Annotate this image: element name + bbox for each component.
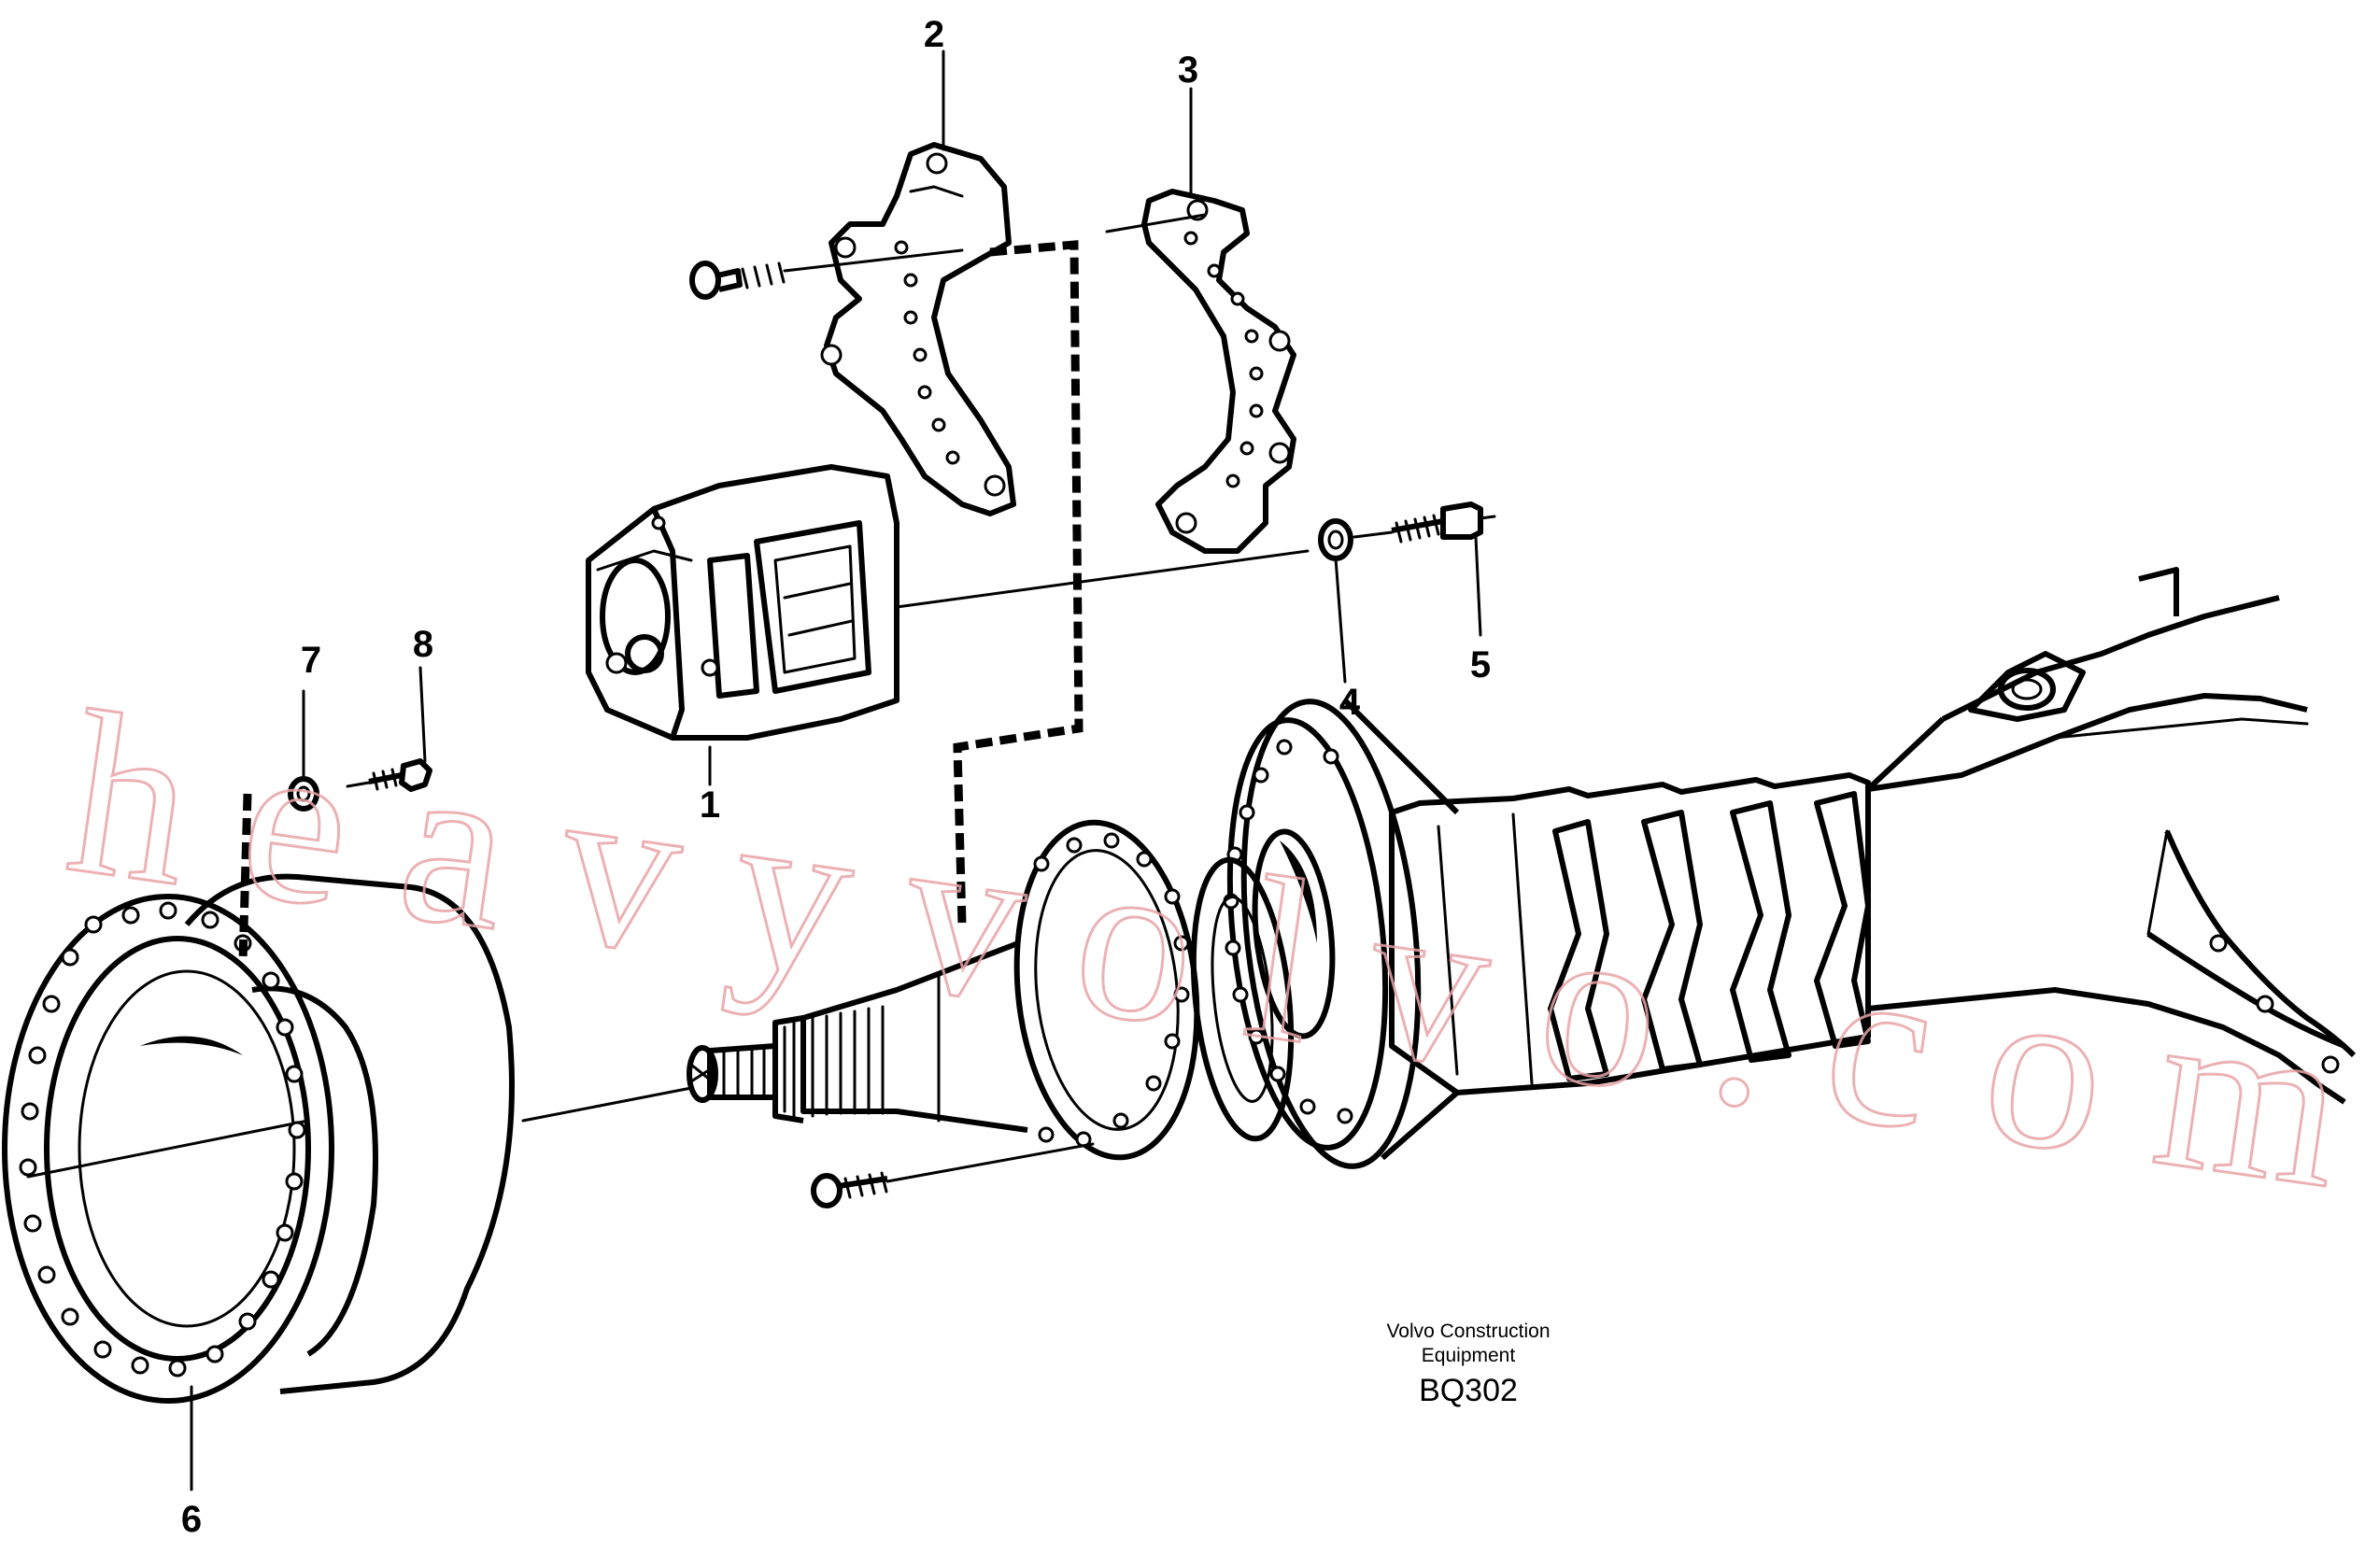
bearing-housing — [1223, 698, 1460, 1169]
axle-housing — [1389, 567, 2357, 1105]
bearing-housing-holes — [1223, 739, 1353, 1124]
callout-6: 6 — [181, 1499, 202, 1540]
credit-line-2: Equipment — [1422, 1345, 1516, 1366]
caliper-bracket-left — [820, 142, 1016, 516]
drawing-code: BQ302 — [1419, 1373, 1518, 1408]
callout-3: 3 — [1178, 49, 1198, 91]
drawing-credit: Volvo Construction Equipment BQ302 — [1386, 1321, 1550, 1408]
callout-5: 5 — [1470, 644, 1491, 685]
spindle-screw — [811, 1142, 1095, 1208]
callout-2: 2 — [924, 14, 944, 55]
dashed-connectors — [238, 240, 1083, 963]
leader-lines — [190, 49, 1482, 1491]
bolt — [1352, 501, 1496, 544]
washer — [1318, 518, 1353, 561]
credit-line-1: Volvo Construction — [1386, 1321, 1550, 1342]
callout-4: 4 — [1339, 682, 1361, 723]
bracket-bolt — [689, 248, 964, 300]
bleeder-screw — [346, 758, 432, 792]
callouts: 1 2 3 4 5 6 7 8 — [181, 14, 1491, 1540]
callout-7: 7 — [301, 640, 321, 681]
spindle — [687, 819, 1200, 1161]
watermark: heavyvolvo.com — [55, 663, 2358, 1237]
callout-1: 1 — [700, 784, 720, 826]
callout-8: 8 — [413, 624, 433, 665]
brake-caliper — [586, 464, 1310, 741]
caliper-bracket-right — [1105, 189, 1296, 554]
